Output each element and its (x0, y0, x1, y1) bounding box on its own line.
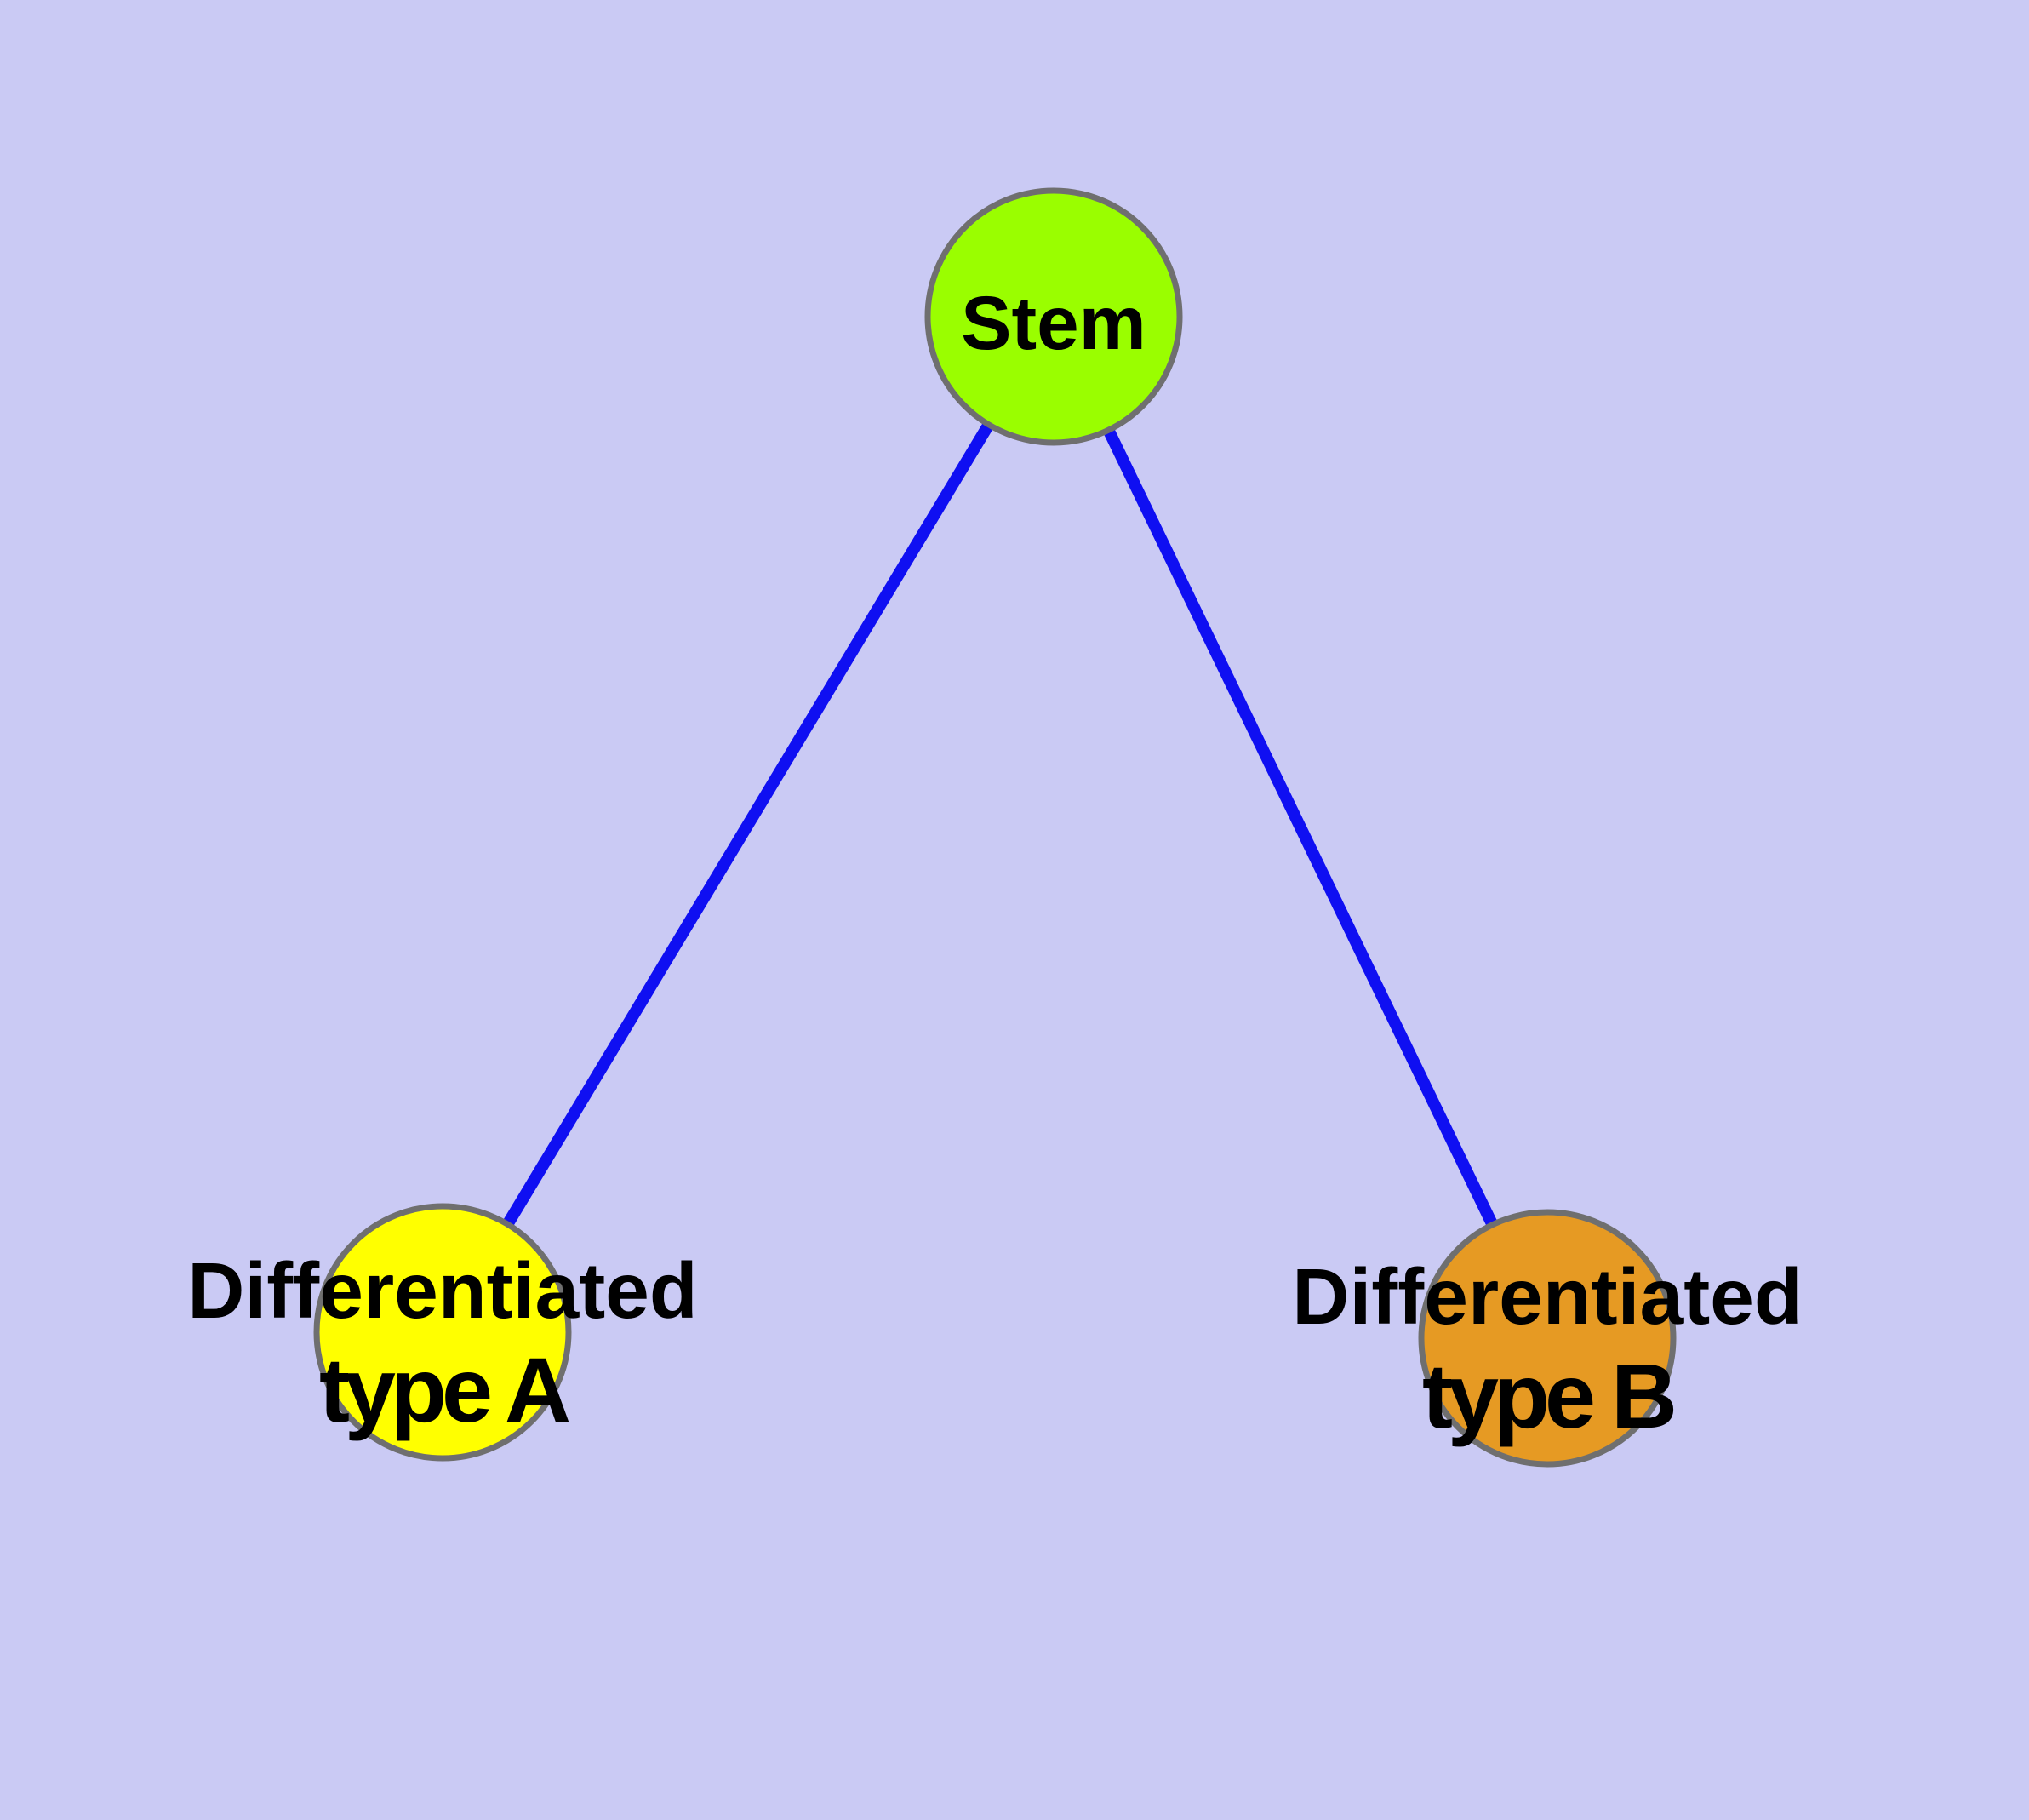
node-type-b-label-line2: type B (1422, 1344, 1674, 1447)
node-type-b-circle (1418, 1209, 1677, 1468)
node-stem: Stem (924, 187, 1183, 446)
node-type-b: Differentiated type B (1292, 1209, 1803, 1468)
edge-stem-to-type-b (1048, 313, 1553, 1342)
node-type-b-label-line1: Differentiated (1292, 1252, 1802, 1341)
node-type-a-label-line1: Differentiated (187, 1246, 697, 1335)
edge-stem-to-type-a (437, 313, 1059, 1336)
node-stem-label: Stem (961, 280, 1146, 365)
node-type-a: Differentiated type A (187, 1203, 698, 1462)
node-type-a-circle (313, 1203, 572, 1462)
node-type-a-label-line2: type A (319, 1338, 569, 1441)
node-stem-circle (924, 187, 1183, 446)
